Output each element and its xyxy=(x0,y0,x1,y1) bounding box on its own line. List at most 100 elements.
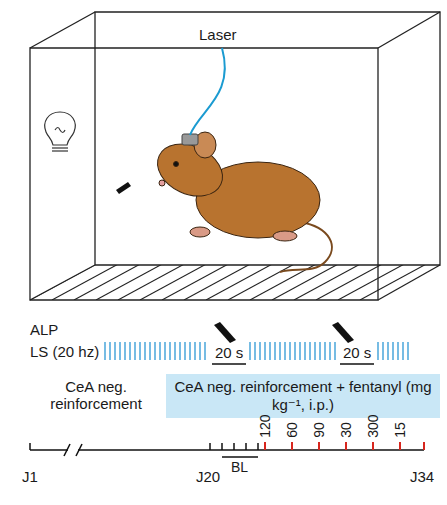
stroke xyxy=(387,342,388,360)
stroke xyxy=(284,342,285,360)
stroke xyxy=(402,342,403,360)
duration-label: 20 s xyxy=(213,344,245,361)
day-label: J20 xyxy=(196,468,220,485)
stroke xyxy=(250,262,320,300)
stroke xyxy=(52,262,122,300)
stroke xyxy=(174,342,175,360)
stroke xyxy=(264,342,265,360)
stroke xyxy=(189,342,190,360)
stroke xyxy=(338,262,408,300)
stroke xyxy=(392,342,393,360)
stroke xyxy=(345,442,347,450)
gap-bar xyxy=(340,363,374,365)
stroke xyxy=(0,262,12,300)
stroke xyxy=(294,342,295,360)
stroke xyxy=(154,342,155,360)
stroke xyxy=(289,342,290,360)
stroke xyxy=(274,342,275,360)
timeline xyxy=(30,443,424,457)
day-label: J1 xyxy=(22,468,38,485)
stroke xyxy=(164,342,165,360)
stroke xyxy=(397,342,398,360)
row-label: LS (20 hz) xyxy=(30,343,99,360)
stroke xyxy=(144,342,145,360)
stroke xyxy=(204,342,205,360)
stroke xyxy=(119,342,120,360)
stroke xyxy=(329,342,330,360)
stroke xyxy=(360,262,430,300)
stroke xyxy=(304,342,305,360)
stroke xyxy=(206,262,276,300)
stroke xyxy=(299,342,300,360)
stroke xyxy=(114,342,115,360)
stroke xyxy=(140,262,210,300)
lever-press-mark xyxy=(332,322,354,343)
stroke xyxy=(96,262,166,300)
stroke xyxy=(249,342,250,360)
stroke xyxy=(259,342,260,360)
stroke xyxy=(269,342,270,360)
stroke xyxy=(194,342,195,360)
dose-number: 120 xyxy=(257,414,273,437)
stroke xyxy=(139,342,140,360)
dose-number: 60 xyxy=(284,422,300,438)
row-label: ALP xyxy=(30,321,58,338)
floor-grid xyxy=(0,262,447,300)
stroke xyxy=(162,262,232,300)
stroke xyxy=(316,262,386,300)
stroke xyxy=(124,342,125,360)
stroke xyxy=(228,262,298,300)
band-text: CeA neg. reinforcement + fentanyl (mg kg… xyxy=(174,378,432,414)
stroke xyxy=(382,262,447,300)
stroke xyxy=(426,262,447,300)
stroke xyxy=(309,342,310,360)
stroke xyxy=(319,342,320,360)
stroke xyxy=(184,342,185,360)
stroke xyxy=(0,262,56,300)
dose-number: 15 xyxy=(392,422,408,438)
stroke xyxy=(30,262,100,300)
stroke xyxy=(74,262,144,300)
mouse xyxy=(149,132,332,272)
stroke xyxy=(184,262,254,300)
lever-press-mark xyxy=(214,322,236,343)
stroke xyxy=(294,262,364,300)
dose-number: 90 xyxy=(311,422,327,438)
stroke xyxy=(382,342,383,360)
laser-fiber xyxy=(190,48,225,135)
stroke xyxy=(134,342,135,360)
stroke xyxy=(324,342,325,360)
stroke xyxy=(334,342,335,360)
stroke xyxy=(372,442,374,450)
stroke xyxy=(314,342,315,360)
stroke xyxy=(407,342,408,360)
stroke xyxy=(169,342,170,360)
dose-number: 30 xyxy=(338,422,354,438)
condition-band: CeA neg. reinforcement + fentanyl (mg kg… xyxy=(166,374,440,418)
stroke xyxy=(159,342,160,360)
stroke xyxy=(118,262,188,300)
stroke xyxy=(149,342,150,360)
stroke xyxy=(377,342,378,360)
stroke xyxy=(318,442,320,450)
stroke xyxy=(109,342,110,360)
stroke xyxy=(272,262,342,300)
lever xyxy=(116,182,131,194)
cage xyxy=(30,12,440,300)
stroke xyxy=(199,342,200,360)
dose-number: 300 xyxy=(365,414,381,437)
gap-bar xyxy=(212,363,246,365)
stroke xyxy=(129,342,130,360)
stroke xyxy=(8,262,78,300)
phase-label: CeA neg. reinforcement xyxy=(28,378,164,413)
stroke xyxy=(179,342,180,360)
stroke xyxy=(404,262,447,300)
dose-ticks xyxy=(265,442,424,450)
stroke xyxy=(104,342,105,360)
stroke xyxy=(291,442,293,450)
stroke xyxy=(264,442,266,450)
day-label: J34 xyxy=(410,468,434,485)
stroke xyxy=(254,342,255,360)
device-label: Laser xyxy=(199,26,237,43)
duration-label: 20 s xyxy=(341,344,373,361)
